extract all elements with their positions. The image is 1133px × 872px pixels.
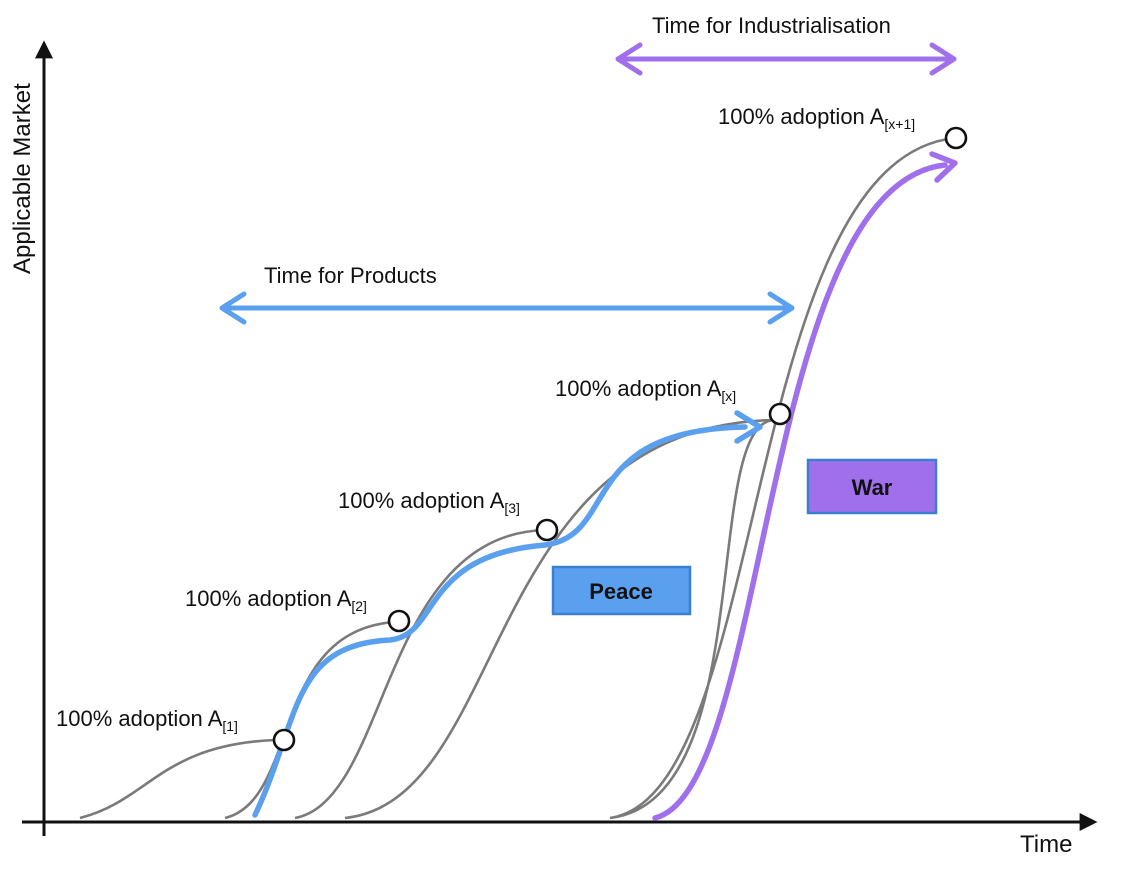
industrialisation-path [652,162,948,821]
war-label: War [852,475,893,500]
industrialisation-span-right-head [929,42,957,76]
products-span-left-head [219,291,247,325]
products-span-right-head [767,291,795,325]
products-span-label: Time for Products [264,263,437,288]
adoption-marker-x [768,402,792,426]
adoption-curve-x [344,418,776,820]
adoption-label-3: 100% adoption A[3] [338,488,520,516]
y-axis-label: Applicable Market [9,83,36,274]
adoption-marker-3 [535,518,559,542]
industrialisation-span-left-head [615,42,643,76]
adoption-curve-x1 [609,136,956,820]
industrialisation-span-label: Time for Industrialisation [652,13,891,38]
adoption-label-1: 100% adoption A[1] [56,706,238,734]
war-box [806,458,938,515]
adoption-marker-x1 [944,126,968,150]
industrialisation-path-arrowhead [929,151,958,183]
adoption-label-2: 100% adoption A[2] [185,586,367,614]
adoption-label-x1: 100% adoption A[x+1] [718,104,915,132]
peace-box [551,565,692,616]
adoption-curve-2 [224,620,396,820]
adoption-curve-3 [294,528,546,820]
adoption-marker-2 [387,609,411,633]
adoption-label-x: 100% adoption A[x] [555,376,736,404]
adoption-marker-1 [272,728,296,752]
peace-label: Peace [589,579,653,604]
x-axis-label: Time [1020,831,1072,858]
products-path-arrowhead [734,410,763,444]
adoption-curve-1 [79,738,276,820]
products-path [252,424,748,818]
